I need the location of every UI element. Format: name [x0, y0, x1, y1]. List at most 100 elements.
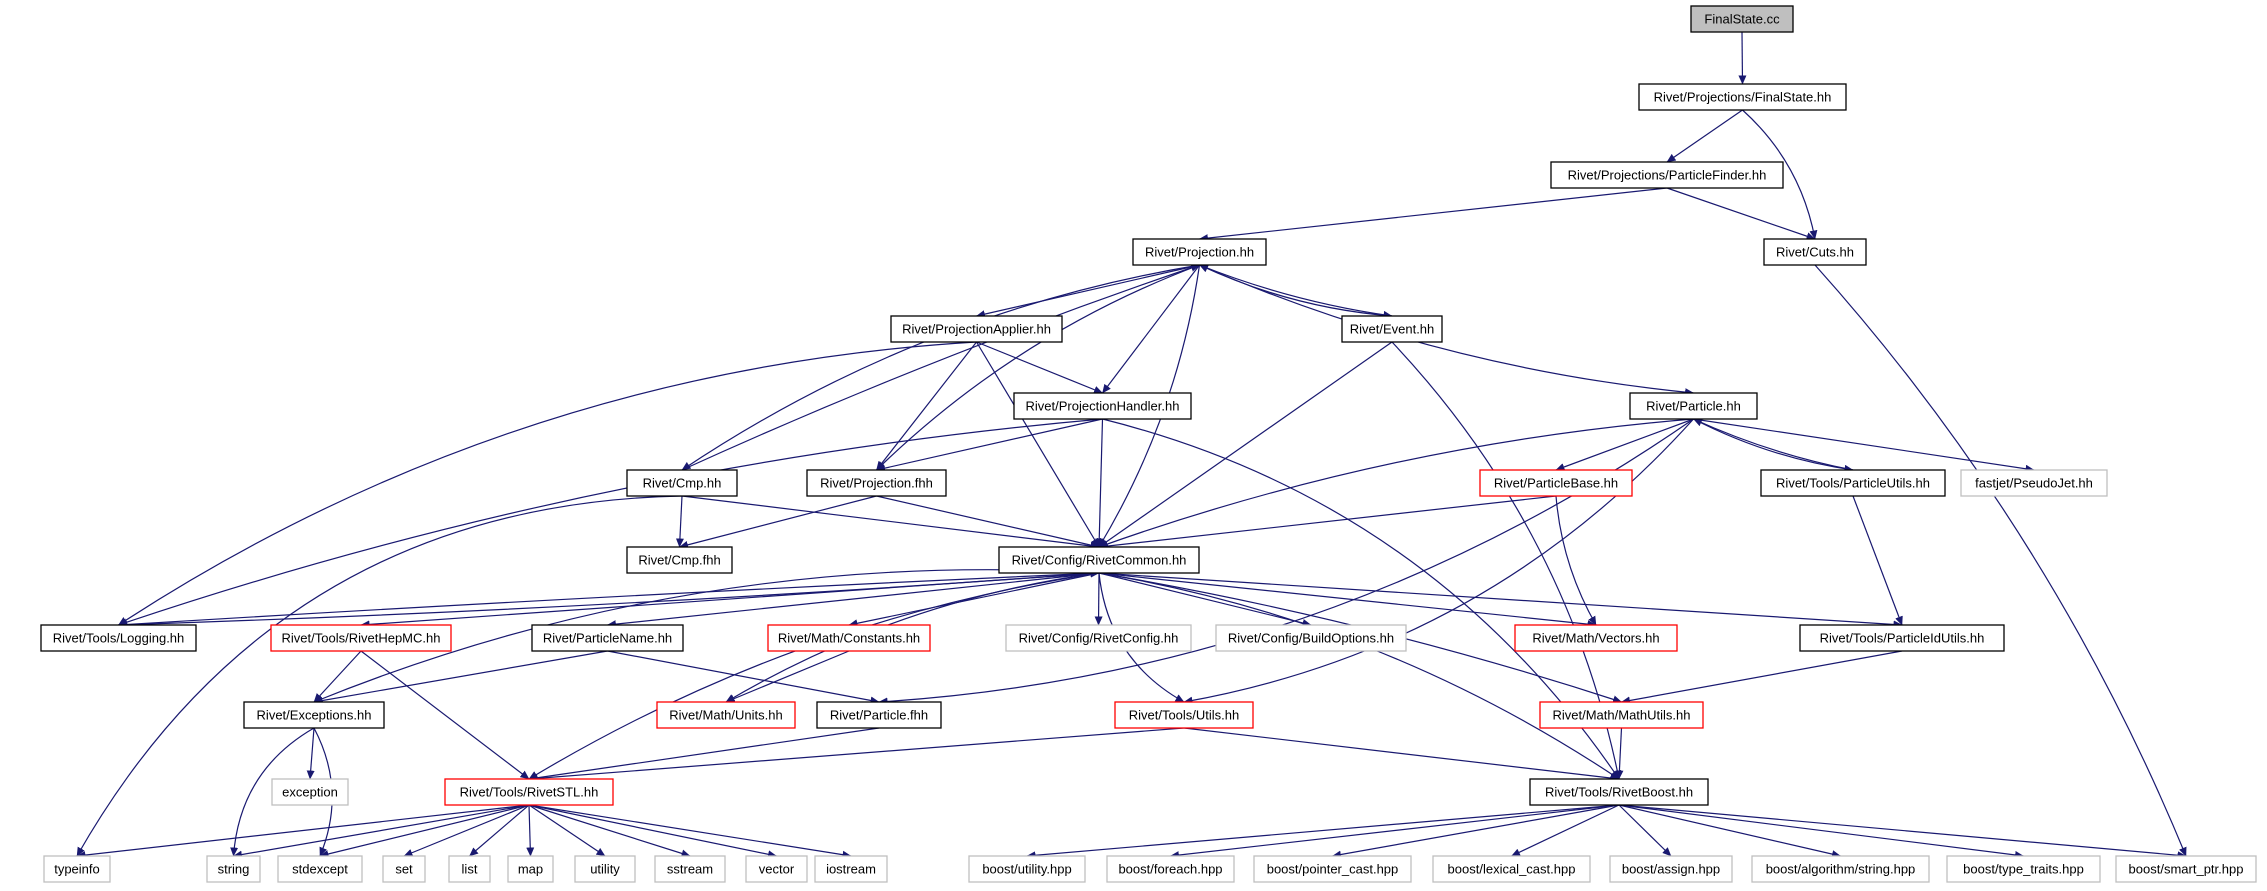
edge-exceptions_hh-to-exception [306, 727, 315, 780]
node-label: boost/utility.hpp [982, 862, 1071, 877]
edge-projection_hh-to-projectionhandler_hh [1102, 264, 1200, 394]
node-logging_hh[interactable]: Rivet/Tools/Logging.hh [40, 624, 197, 652]
node-projectionhandler_hh[interactable]: Rivet/ProjectionHandler.hh [1013, 392, 1192, 420]
edge-event_hh-to-projection_hh [1199, 264, 1393, 317]
node-constants_hh[interactable]: Rivet/Math/Constants.hh [767, 624, 931, 652]
edge-projectionhandler_hh-to-rivetcommon_hh [1095, 418, 1104, 548]
node-box [40, 624, 197, 652]
node-box [968, 855, 1086, 883]
edge-projection_hh-to-event_hh [1199, 264, 1393, 319]
node-cuts_hh[interactable]: Rivet/Cuts.hh [1763, 238, 1867, 266]
node-projection_hh[interactable]: Rivet/Projection.hh [1132, 238, 1267, 266]
edge-rivetcommon_hh-to-rivetconfig_hh [1094, 572, 1103, 626]
node-list: list [448, 855, 491, 883]
node-particle_fhh[interactable]: Rivet/Particle.fhh [816, 701, 942, 729]
node-label: Rivet/ParticleName.hh [543, 631, 672, 646]
node-vectors_hh[interactable]: Rivet/Math/Vectors.hh [1514, 624, 1678, 652]
edge-rivetstl_hh-to-stdexcept [319, 804, 530, 858]
edges-layer [76, 31, 2187, 860]
edge-rivetboost_hh-to-boost_foreach [1170, 804, 1620, 860]
node-particlename_hh[interactable]: Rivet/ParticleName.hh [531, 624, 684, 652]
node-particlebase_hh[interactable]: Rivet/ParticleBase.hh [1479, 469, 1633, 497]
node-box [745, 855, 808, 883]
node-boost_lexical_cast: boost/lexical_cast.hpp [1432, 855, 1591, 883]
node-utils_hh[interactable]: Rivet/Tools/Utils.hh [1114, 701, 1254, 729]
node-box [626, 469, 738, 497]
node-boost_utility: boost/utility.hpp [968, 855, 1086, 883]
edge-rivethepmc_hh-to-exceptions_hh [313, 650, 362, 703]
node-box [1529, 778, 1709, 806]
node-iostream: iostream [814, 855, 888, 883]
node-box [2115, 855, 2257, 883]
node-label: Rivet/Tools/ParticleUtils.hh [1776, 476, 1930, 491]
node-particle_hh[interactable]: Rivet/Particle.hh [1629, 392, 1758, 420]
node-label: Rivet/Event.hh [1350, 322, 1435, 337]
node-set: set [382, 855, 426, 883]
node-units_hh[interactable]: Rivet/Math/Units.hh [656, 701, 796, 729]
node-label: boost/pointer_cast.hpp [1267, 862, 1399, 877]
node-rivetcommon_hh[interactable]: Rivet/Config/RivetCommon.hh [998, 546, 1200, 574]
edge-particleutils_hh-to-particleidutils_hh [1852, 495, 1903, 626]
node-boost_pointer_cast: boost/pointer_cast.hpp [1253, 855, 1412, 883]
node-rivethepmc_hh[interactable]: Rivet/Tools/RivetHepMC.hh [270, 624, 452, 652]
edge-particlefinder_hh-to-cuts_hh [1666, 187, 1816, 241]
node-box [816, 701, 942, 729]
node-box [448, 855, 491, 883]
node-label: utility [590, 862, 620, 877]
node-mathutils_hh[interactable]: Rivet/Math/MathUtils.hh [1539, 701, 1704, 729]
node-box [1690, 5, 1794, 33]
edge-particle_hh-to-particleutils_hh [1693, 418, 1854, 473]
node-label: exception [282, 785, 338, 800]
node-box [1215, 624, 1407, 652]
edge-particlename_hh-to-particle_fhh [607, 650, 880, 705]
edge-rivetcommon_hh-to-vectors_hh [1098, 572, 1597, 629]
edge-projectionhandler_hh-to-logging_hh [118, 418, 1103, 627]
edge-projectionapplier_hh-to-projection_fhh [876, 341, 977, 471]
node-label: set [395, 862, 413, 877]
node-label: Rivet/Cmp.fhh [638, 553, 720, 568]
node-stdexcept: stdexcept [277, 855, 363, 883]
node-rivetstl_hh[interactable]: Rivet/Tools/RivetSTL.hh [444, 778, 614, 806]
edge-finalstate_hh-to-particlefinder_hh [1666, 109, 1743, 163]
node-rivetboost_hh[interactable]: Rivet/Tools/RivetBoost.hh [1529, 778, 1709, 806]
node-label: Rivet/Math/Vectors.hh [1532, 631, 1659, 646]
node-projectionapplier_hh[interactable]: Rivet/ProjectionApplier.hh [890, 315, 1063, 343]
node-box [1106, 855, 1235, 883]
node-cmp_hh[interactable]: Rivet/Cmp.hh [626, 469, 738, 497]
node-event_hh[interactable]: Rivet/Event.hh [1341, 315, 1443, 343]
node-label: Rivet/Particle.fhh [830, 708, 928, 723]
node-box [382, 855, 426, 883]
node-cmp_fhh[interactable]: Rivet/Cmp.fhh [626, 546, 733, 574]
node-label: stdexcept [292, 862, 348, 877]
node-label: typeinfo [54, 862, 100, 877]
edge-particle_hh-to-pseudojet_hh [1693, 418, 2035, 473]
node-exceptions_hh[interactable]: Rivet/Exceptions.hh [243, 701, 385, 729]
node-finalstate_hh[interactable]: Rivet/Projections/FinalState.hh [1638, 83, 1847, 111]
node-projection_fhh[interactable]: Rivet/Projection.fhh [806, 469, 947, 497]
edge-cmp_hh-to-rivetcommon_hh [681, 495, 1100, 550]
node-label: Rivet/Projection.hh [1145, 245, 1254, 260]
edge-rivetboost_hh-to-boost_utility [1026, 804, 1620, 860]
node-particleutils_hh[interactable]: Rivet/Tools/ParticleUtils.hh [1760, 469, 1946, 497]
node-label: Rivet/Tools/RivetHepMC.hh [282, 631, 441, 646]
node-label: Rivet/Tools/RivetBoost.hh [1545, 785, 1693, 800]
node-particlefinder_hh[interactable]: Rivet/Projections/ParticleFinder.hh [1550, 161, 1784, 189]
edge-cmp_hh-to-typeinfo [76, 495, 683, 857]
edge-rivetstl_hh-to-sstream [528, 804, 691, 858]
edge-rivetcommon_hh-to-particlename_hh [607, 572, 1100, 629]
node-finalstate_cc[interactable]: FinalState.cc [1690, 5, 1794, 33]
node-label: Rivet/ParticleBase.hh [1494, 476, 1618, 491]
node-exception: exception [271, 778, 349, 806]
edge-rivetstl_hh-to-typeinfo [76, 804, 530, 860]
node-boost_algorithm_string: boost/algorithm/string.hpp [1751, 855, 1930, 883]
node-utility: utility [574, 855, 636, 883]
edge-rivetcommon_hh-to-particleidutils_hh [1098, 572, 1903, 629]
node-label: iostream [826, 862, 876, 877]
node-box [1132, 238, 1267, 266]
node-box [1751, 855, 1930, 883]
edge-rivetboost_hh-to-boost_smart_ptr [1618, 804, 2187, 860]
node-box [1629, 392, 1758, 420]
node-label: FinalState.cc [1704, 12, 1780, 27]
node-particleidutils_hh[interactable]: Rivet/Tools/ParticleIdUtils.hh [1799, 624, 2005, 652]
